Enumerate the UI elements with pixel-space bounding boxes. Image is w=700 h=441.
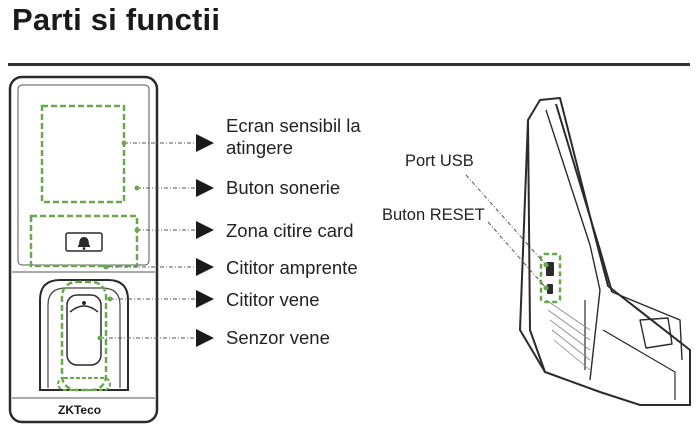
label-vein-reader: Cititor vene (226, 289, 320, 310)
pointer-arrow-icon (196, 329, 214, 347)
label-vein-sensor: Senzor vene (226, 327, 330, 348)
pointer-arrow-icon (196, 179, 214, 197)
label-touch-screen: Ecran sensibil la atingere (226, 115, 361, 158)
card-zone-highlight (29, 214, 139, 268)
label-card-reading-zone: Zona citire card (226, 220, 354, 241)
reset-button-icon (547, 284, 553, 294)
label-usb-port: Port USB (405, 152, 474, 170)
label-doorbell-button: Buton sonerie (226, 177, 341, 198)
label-fingerprint-reader: Cititor amprente (226, 257, 358, 278)
bell-icon (79, 237, 89, 245)
pointer-arrow-icon (196, 290, 214, 308)
brand-logo: ZKTeco (58, 403, 101, 417)
page-title: Parti si functii (12, 2, 221, 37)
pointer-arrow-icon (196, 221, 214, 239)
touch-screen-highlight (40, 104, 126, 204)
pointer-arrow-icon (196, 134, 214, 152)
title-divider (8, 63, 690, 66)
pointer-arrow-icon (196, 258, 214, 276)
label-reset-button: Buton RESET (382, 206, 485, 224)
